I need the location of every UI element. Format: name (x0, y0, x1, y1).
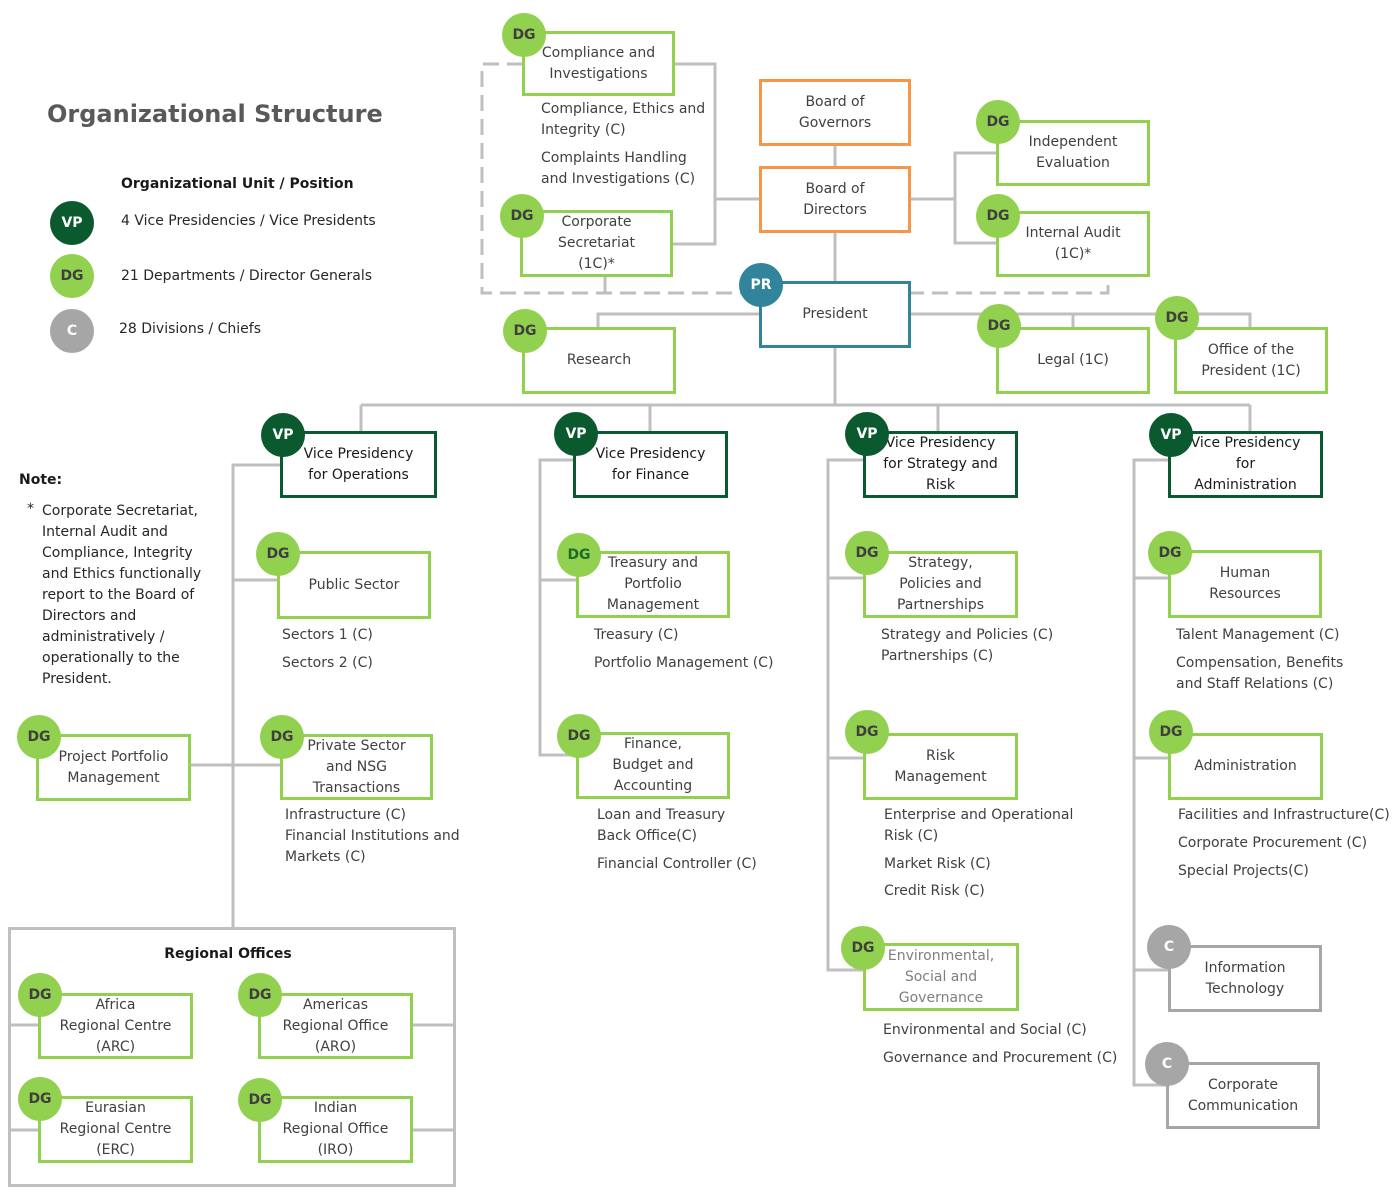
corporate-secretariat-box: Corporate Secretariat (1C)* (520, 210, 673, 277)
esg-division-2: Governance and Procurement (C) (883, 1050, 1118, 1066)
treasury-dg-badge: DG (557, 533, 601, 577)
hr-dg-badge: DG (1148, 531, 1192, 575)
legend-dg-text: 21 Departments / Director Generals (121, 268, 373, 284)
board-of-directors: Board of Directors (759, 166, 911, 233)
americas-regional-office-box: Americas Regional Office (ARO) (258, 993, 413, 1059)
project-portfolio-management-box: Project Portfolio Management (36, 734, 191, 801)
president-badge: PR (739, 263, 783, 307)
internal-audit-dg-badge: DG (976, 194, 1020, 238)
information-technology-box: Information Technology (1168, 945, 1322, 1012)
risk-division-3: Credit Risk (C) (884, 883, 985, 899)
admin-division-1: Facilities and Infrastructure(C) (1178, 807, 1390, 823)
risk-division-1: Enterprise and Operational Risk (C) (884, 807, 1074, 844)
esg-box: Environmental, Social and Governance (863, 943, 1019, 1011)
legal-dg-badge: DG (977, 304, 1021, 348)
vp-operations-box: Vice Presidency for Operations (280, 431, 437, 498)
vp-administration-box: Vice Presidency for Administration (1168, 431, 1323, 498)
legal-box: Legal (1C) (996, 327, 1150, 394)
public-sector-box: Public Sector (277, 551, 431, 619)
vp-finance-box: Vice Presidency for Finance (573, 431, 728, 498)
legend-vp-text: 4 Vice Presidencies / Vice Presidents (121, 213, 376, 229)
public-sector-division-1: Sectors 1 (C) (282, 627, 373, 643)
vp-administration-badge: VP (1149, 413, 1193, 457)
research-box: Research (522, 327, 676, 394)
strategy-policies-box: Strategy, Policies and Partnerships (863, 551, 1018, 618)
treasury-division-2: Portfolio Management (C) (594, 655, 774, 671)
regional-offices-title: Regional Offices (164, 946, 292, 962)
legend-c-badge: C (50, 309, 94, 353)
legend-dg-badge: DG (50, 254, 94, 298)
office-of-president-box: Office of the President (1C) (1174, 327, 1328, 394)
finance-budget-accounting-box: Finance, Budget and Accounting (576, 732, 730, 799)
risk-management-box: Risk Management (863, 733, 1018, 800)
compliance-division-2: Complaints Handling and Investigations (… (541, 150, 696, 187)
hr-division-2: Compensation, Benefits and Staff Relatio… (1176, 655, 1344, 692)
finance-division-1: Loan and Treasury Back Office(C) (597, 807, 726, 844)
private-sector-dg-badge: DG (260, 715, 304, 759)
vp-strategy-risk-box: Vice Presidency for Strategy and Risk (863, 431, 1018, 498)
vp-strategy-badge: VP (845, 412, 889, 456)
president-box: President (759, 281, 911, 348)
finance-division-2: Financial Controller (C) (597, 856, 757, 872)
human-resources-box: Human Resources (1168, 550, 1322, 618)
risk-division-2: Market Risk (C) (884, 856, 991, 872)
page-title: Organizational Structure (47, 100, 383, 128)
strategy-divisions: Strategy and Policies (C) Partnerships (… (881, 627, 1054, 664)
internal-audit-box: Internal Audit (1C)* (996, 211, 1150, 277)
treasury-division-1: Treasury (C) (594, 627, 679, 643)
eurasian-regional-centre-box: Eurasian Regional Centre (ERC) (38, 1096, 193, 1163)
treasury-portfolio-box: Treasury and Portfolio Management (576, 551, 730, 618)
compliance-division-1: Compliance, Ethics and Integrity (C) (541, 101, 706, 138)
corp-comm-chief-badge: C (1145, 1042, 1189, 1086)
legend-vp-badge: VP (50, 201, 94, 245)
erc-dg-badge: DG (18, 1077, 62, 1121)
legend-header: Organizational Unit / Position (121, 176, 354, 192)
office-president-dg-badge: DG (1155, 296, 1199, 340)
admin-division-3: Special Projects(C) (1178, 863, 1309, 879)
admin-division-2: Corporate Procurement (C) (1178, 835, 1368, 851)
ppm-dg-badge: DG (17, 715, 61, 759)
vp-operations-badge: VP (261, 413, 305, 457)
board-of-governors: Board of Governors (759, 79, 911, 146)
public-sector-dg-badge: DG (256, 532, 300, 576)
note-title: Note: (19, 472, 63, 488)
it-chief-badge: C (1147, 925, 1191, 969)
private-sector-box: Private Sector and NSG Transactions (280, 734, 433, 800)
vp-finance-badge: VP (554, 412, 598, 456)
research-dg-badge: DG (503, 309, 547, 353)
compliance-dg-badge: DG (502, 13, 546, 57)
private-sector-divisions: Infrastructure (C) Financial Institution… (285, 807, 460, 865)
esg-division-1: Environmental and Social (C) (883, 1022, 1087, 1038)
hr-division-1: Talent Management (C) (1176, 627, 1340, 643)
administration-dg-badge: DG (1149, 710, 1193, 754)
finance-dg-badge: DG (557, 714, 601, 758)
regional-offices-frame (8, 927, 456, 1187)
note-text: Corporate Secretariat, Internal Audit an… (42, 503, 202, 687)
aro-dg-badge: DG (238, 973, 282, 1017)
arc-dg-badge: DG (18, 973, 62, 1017)
public-sector-division-2: Sectors 2 (C) (282, 655, 373, 671)
administration-box: Administration (1168, 733, 1323, 800)
corporate-communication-box: Corporate Communication (1166, 1062, 1320, 1129)
compliance-investigations-box: Compliance and Investigations (522, 31, 675, 96)
corp-sec-dg-badge: DG (500, 194, 544, 238)
africa-regional-centre-box: Africa Regional Centre (ARC) (38, 993, 193, 1059)
risk-dg-badge: DG (845, 710, 889, 754)
legend-c-text: 28 Divisions / Chiefs (119, 321, 262, 337)
iro-dg-badge: DG (238, 1078, 282, 1122)
strategy-dg-badge: DG (845, 531, 889, 575)
esg-dg-badge: DG (841, 926, 885, 970)
note-asterisk: * (27, 501, 34, 517)
independent-evaluation-box: Independent Evaluation (996, 120, 1150, 186)
independent-eval-dg-badge: DG (976, 100, 1020, 144)
indian-regional-office-box: Indian Regional Office (IRO) (258, 1096, 413, 1163)
